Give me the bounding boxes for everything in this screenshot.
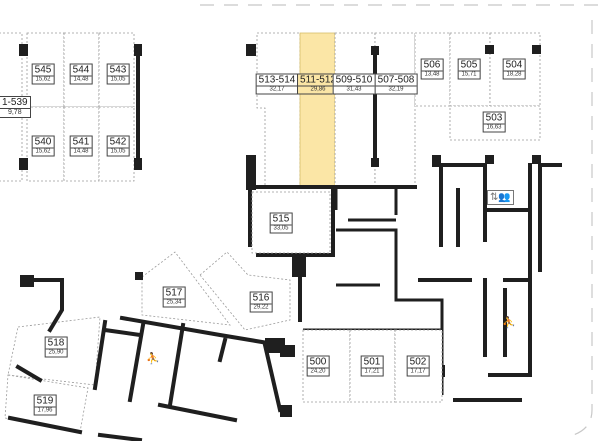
- room-area: 15,62: [35, 148, 51, 155]
- room-area: 14,48: [73, 148, 89, 155]
- room-number: 515: [270, 213, 292, 226]
- room-509-510[interactable]: [334, 32, 376, 187]
- room-513-514[interactable]: [256, 32, 301, 187]
- room-number: 509-510: [333, 74, 375, 87]
- room-area: 13,48: [424, 71, 440, 78]
- room-area: 15,62: [35, 76, 51, 83]
- room-area: 15,05: [110, 76, 126, 83]
- room-area: 16,63: [486, 124, 502, 131]
- room-number: 501: [361, 356, 383, 369]
- room-area: 33,05: [273, 225, 289, 232]
- stairs-icon: ⛹: [502, 317, 516, 329]
- room-number: 506: [421, 59, 443, 72]
- room-number: 519: [34, 395, 56, 408]
- room-area: 29,86: [310, 86, 326, 93]
- room-area: 14,48: [73, 76, 89, 83]
- room-number: 545: [32, 64, 54, 77]
- room-area: 25,34: [166, 299, 182, 306]
- room-number: 543: [107, 64, 129, 77]
- room-number: 500: [307, 356, 329, 369]
- room-area: 17,21: [364, 368, 380, 375]
- room-507-508[interactable]: [374, 32, 416, 187]
- room-number: 518: [45, 337, 67, 350]
- room-area: 32,17: [269, 86, 285, 93]
- room-area: 31,43: [346, 86, 362, 93]
- room-number: 507-508: [375, 74, 417, 87]
- room-number: 503: [483, 112, 505, 125]
- room-number: 540: [32, 136, 54, 149]
- room-area: 24,20: [310, 368, 326, 375]
- room-area: 18,28: [506, 71, 522, 78]
- room-number: 502: [407, 356, 429, 369]
- room-area: 17,17: [410, 368, 426, 375]
- room-area: 32,19: [388, 86, 404, 93]
- room-number: 505: [458, 59, 480, 72]
- room-number: 516: [250, 292, 272, 305]
- room-area: 25,90: [48, 349, 64, 356]
- room-511-512[interactable]: [299, 32, 336, 187]
- elevator-icon: ⇅👥: [487, 190, 514, 205]
- room-number: 511-512: [298, 74, 338, 87]
- site-boundary: [200, 4, 600, 437]
- room-number: 513-514: [256, 74, 298, 87]
- room-area: 15,71: [461, 71, 477, 78]
- room-number: 517: [163, 287, 185, 300]
- room-area: 17,96: [37, 407, 53, 414]
- room-area: 29,22: [253, 304, 269, 311]
- room-number: 542: [107, 136, 129, 149]
- room-number: 504: [503, 59, 525, 72]
- room-number: 1-539: [0, 97, 30, 109]
- stairs-icon: ⛹: [146, 353, 160, 365]
- room-area: 9,78: [7, 109, 22, 116]
- room-number: 544: [70, 64, 92, 77]
- room-number: 541: [70, 136, 92, 149]
- room-area: 15,05: [110, 148, 126, 155]
